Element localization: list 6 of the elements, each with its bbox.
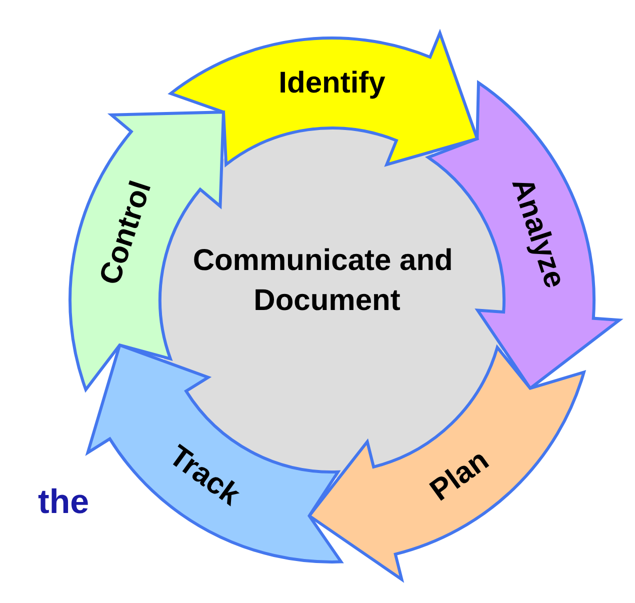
- center-label: Communicate and Document: [192, 244, 453, 317]
- step-label: Plan: [424, 444, 495, 508]
- step-label: Identify: [278, 66, 386, 100]
- heading-fragment: the: [38, 482, 89, 522]
- step-label: Analyze: [505, 174, 572, 292]
- step-label: Control: [93, 177, 158, 289]
